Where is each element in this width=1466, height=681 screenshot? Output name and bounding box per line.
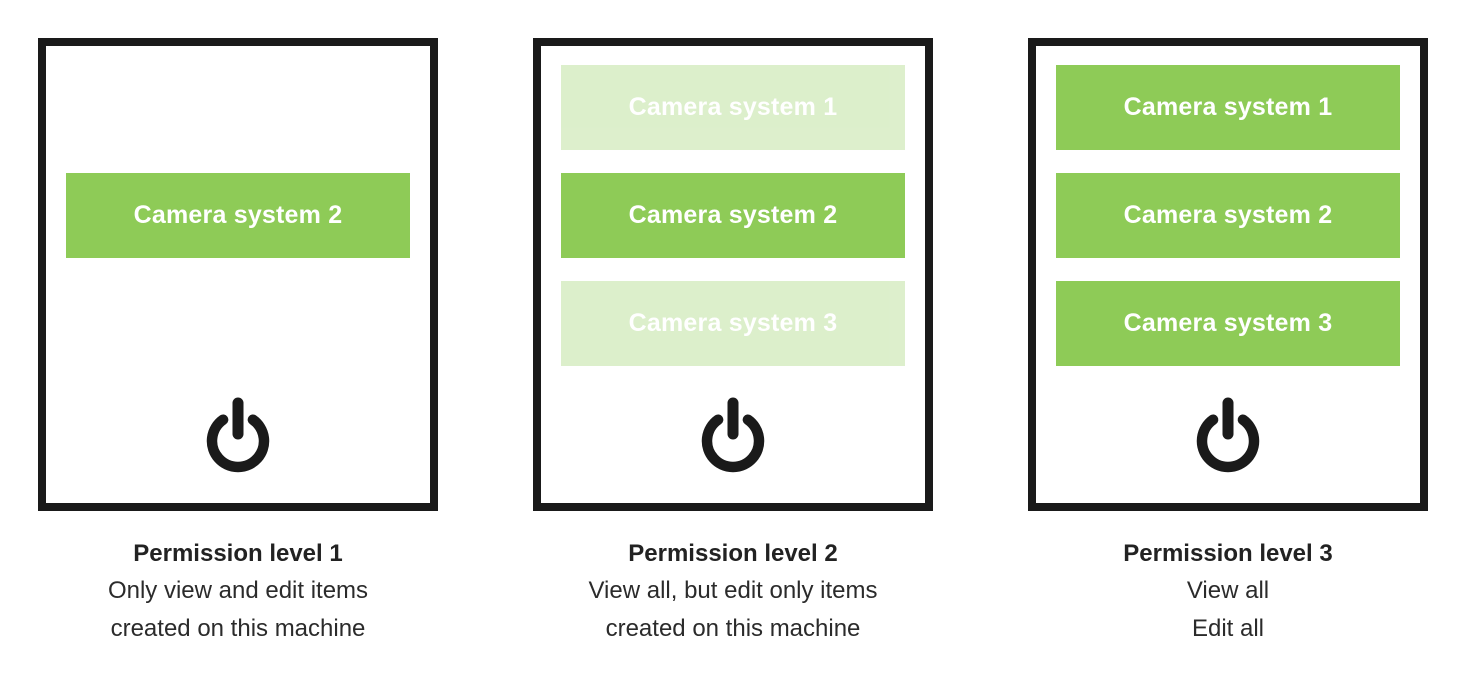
power-button-row (66, 395, 410, 475)
caption-title: Permission level 2 (628, 540, 838, 567)
device-screen-level-3: Camera system 1 Camera system 2 Camera s… (1028, 38, 1428, 511)
empty-slot (66, 65, 410, 150)
permission-level-3-column: Camera system 1 Camera system 2 Camera s… (1028, 38, 1428, 648)
caption-title: Permission level 1 (133, 540, 343, 567)
camera-system-3-button[interactable]: Camera system 3 (561, 281, 905, 366)
power-icon[interactable] (1193, 395, 1263, 475)
permission-levels-diagram: Camera system 2 Permission level 1 Only … (38, 38, 1428, 648)
caption-line: Only view and edit items (107, 577, 369, 604)
caption-line: Edit all (1191, 615, 1265, 642)
camera-system-1-button[interactable]: Camera system 1 (561, 65, 905, 150)
power-button-row (561, 395, 905, 475)
camera-system-2-button[interactable]: Camera system 2 (66, 173, 410, 258)
permission-level-2-column: Camera system 1 Camera system 2 Camera s… (533, 38, 933, 648)
caption-line: View all, but edit only items (588, 577, 878, 604)
caption-level-1: Permission level 1 Only view and edit it… (38, 536, 438, 648)
caption-line: View all (1186, 577, 1270, 604)
caption-line: created on this machine (110, 615, 366, 642)
empty-slot (66, 281, 410, 366)
camera-system-2-button[interactable]: Camera system 2 (561, 173, 905, 258)
caption-title: Permission level 3 (1123, 540, 1333, 567)
device-screen-level-1: Camera system 2 (38, 38, 438, 511)
caption-level-2: Permission level 2 View all, but edit on… (533, 536, 933, 648)
camera-system-1-button[interactable]: Camera system 1 (1056, 65, 1400, 150)
caption-line: created on this machine (605, 615, 861, 642)
power-icon[interactable] (698, 395, 768, 475)
power-button-row (1056, 395, 1400, 475)
camera-system-3-button[interactable]: Camera system 3 (1056, 281, 1400, 366)
camera-system-2-button[interactable]: Camera system 2 (1056, 173, 1400, 258)
device-screen-level-2: Camera system 1 Camera system 2 Camera s… (533, 38, 933, 511)
caption-level-3: Permission level 3 View all Edit all (1028, 536, 1428, 648)
permission-level-1-column: Camera system 2 Permission level 1 Only … (38, 38, 438, 648)
power-icon[interactable] (203, 395, 273, 475)
